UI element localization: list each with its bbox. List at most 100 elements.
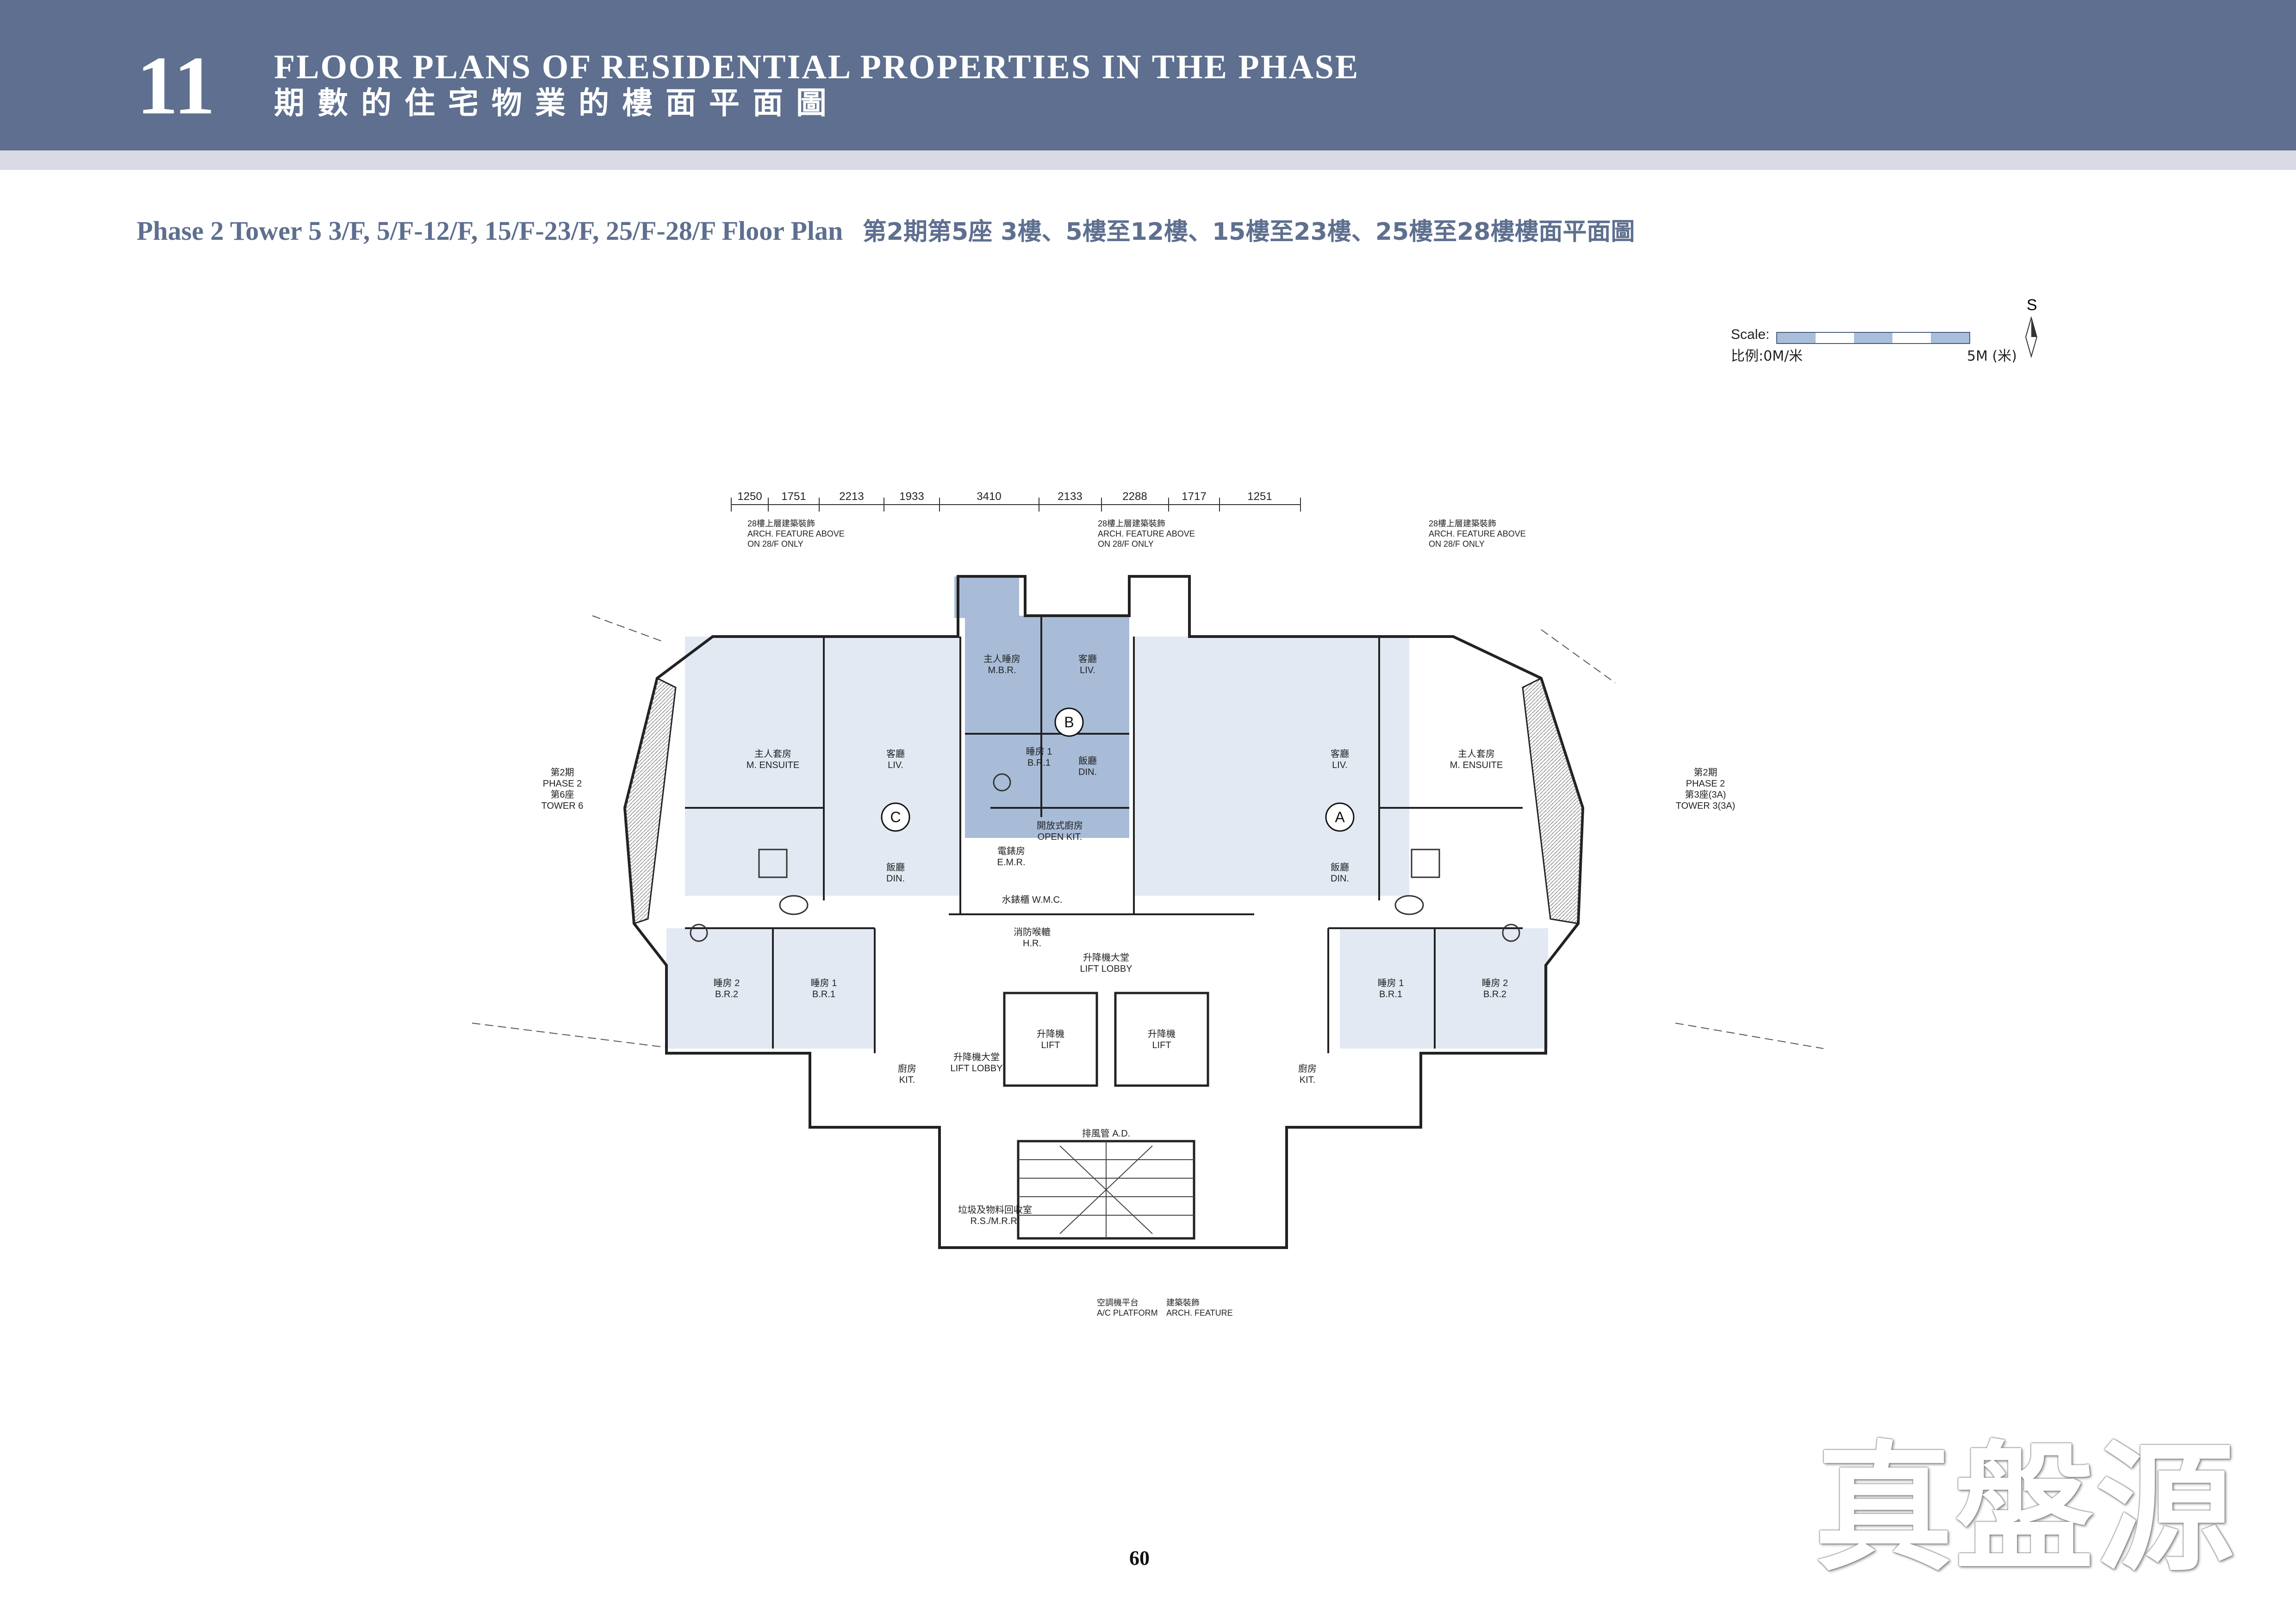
core-walls — [1003, 992, 1209, 1240]
room-label: LIFT — [1041, 1040, 1060, 1050]
room-label: B.R.1 — [812, 989, 835, 999]
floor-plan-title: Phase 2 Tower 5 3/F, 5/F-12/F, 15/F-23/F… — [137, 218, 1635, 244]
unit-c-shading — [685, 637, 960, 896]
room-label: 飯廳 — [1078, 756, 1097, 766]
top-dimension-label: 1250 — [737, 490, 762, 503]
room-label: 廚房 — [1298, 1063, 1317, 1074]
neighbor-label-right: PHASE 2 — [1686, 779, 1725, 789]
top-dimension-label: 3410 — [977, 490, 1001, 503]
room-label: 垃圾及物料回收室 — [958, 1205, 1032, 1215]
scale-label: Scale: — [1731, 327, 1770, 342]
unit-a-shading — [1134, 637, 1409, 896]
scale-ratio-label: 比例:0M/米 — [1731, 348, 1803, 364]
note-text: 28樓上層建築裝飾 — [1098, 519, 1165, 528]
room-label: 睡房 2 — [1482, 978, 1508, 988]
room-label: 睡房 1 — [1378, 978, 1404, 988]
note-text: 建築裝飾 — [1166, 1298, 1200, 1307]
room-label: H.R. — [1023, 938, 1041, 949]
floor-plan-title-en: Phase 2 Tower 5 3/F, 5/F-12/F, 15/F-23/F… — [137, 216, 843, 246]
note-text: ON 28/F ONLY — [747, 539, 803, 549]
room-label: 主人睡房 — [983, 654, 1020, 664]
flat-marker-b: B — [1064, 714, 1074, 731]
room-label: DIN. — [1331, 874, 1349, 884]
room-label: 升降機 — [1037, 1029, 1064, 1039]
flat-marker-c: C — [890, 809, 901, 825]
top-dimension-label: 1933 — [899, 490, 924, 503]
room-label: 客廳 — [1331, 749, 1349, 759]
room-label: M.B.R. — [988, 665, 1016, 675]
floor-plan-title-zh: 第2期第5座 3樓、5樓至12樓、15樓至23樓、25樓至28樓樓面平面圖 — [862, 218, 1635, 246]
note-text: 28樓上層建築裝飾 — [1429, 519, 1496, 528]
note-text: ARCH. FEATURE ABOVE — [747, 529, 845, 538]
unit-b-shading — [965, 616, 1129, 838]
room-label: 廚房 — [898, 1063, 916, 1074]
note-text: ARCH. FEATURE — [1166, 1308, 1233, 1318]
note-text: ON 28/F ONLY — [1429, 539, 1485, 549]
room-label: KIT. — [1300, 1075, 1315, 1085]
watermark: 真盤源 — [1814, 1428, 2236, 1590]
top-dimension-labels: 1250 1751 2213 1933 3410 2133 2288 1717 … — [737, 490, 1272, 503]
room-label: 客廳 — [1078, 654, 1097, 664]
top-dimension-label: 1717 — [1182, 490, 1206, 503]
room-label: 消防喉轆 — [1014, 927, 1051, 937]
room-label: 排風管 A.D. — [1082, 1128, 1130, 1139]
room-label: DIN. — [886, 874, 905, 884]
room-label: M. ENSUITE — [1450, 760, 1503, 770]
building-outline — [623, 575, 1585, 1249]
room-label: M. ENSUITE — [747, 760, 799, 770]
top-dimension-label: 1251 — [1247, 490, 1272, 503]
neighbor-label-right: TOWER 3(3A) — [1676, 801, 1736, 811]
room-label: 升降機 — [1148, 1029, 1176, 1039]
room-label: B.R.2 — [715, 989, 738, 999]
section-title-zh: 期數的住宅物業的樓面平面圖 — [274, 85, 840, 121]
room-labels: 客廳 LIV. 飯廳 DIN. 客廳 LIV. 飯廳 DIN. 客廳 LIV. … — [714, 654, 1508, 1226]
flat-markers: C B A — [881, 707, 1355, 832]
room-label: LIFT LOBBY — [1080, 964, 1132, 974]
room-label: R.S./M.R.R. — [971, 1216, 1020, 1226]
room-label: B.R.1 — [1379, 989, 1402, 999]
room-label: 升降機大堂 — [1083, 952, 1129, 963]
room-label: LIV. — [1080, 665, 1095, 675]
room-label: 睡房 1 — [811, 978, 837, 988]
page-number: 60 — [1129, 1547, 1150, 1569]
neighbor-label-left: 第2期 — [550, 767, 574, 778]
neighbor-labels: 第2期 PHASE 2 第6座 TOWER 6 第2期 PHASE 2 第3座(… — [541, 767, 1736, 811]
stair-lines — [1018, 1141, 1194, 1238]
neighbor-label-left: 第6座 — [550, 789, 574, 800]
section-title-en: FLOOR PLANS OF RESIDENTIAL PROPERTIES IN… — [274, 48, 1360, 86]
site-boundary-lines — [472, 615, 1824, 1049]
room-label: B.R.2 — [1483, 989, 1506, 999]
top-dimension-chain — [731, 498, 1301, 512]
room-label: E.M.R. — [997, 857, 1025, 868]
header-rule — [0, 150, 2296, 170]
side-wall-hatching — [624, 677, 1584, 925]
interior-walls — [685, 616, 1523, 1053]
section-number: 11 — [137, 39, 216, 131]
room-label: 睡房 2 — [714, 978, 740, 988]
note-text: 28樓上層建築裝飾 — [747, 519, 815, 528]
north-arrow-icon — [2025, 317, 2038, 358]
neighbor-label-right: 第3座(3A) — [1685, 789, 1726, 800]
floor-plan-drawing: 1250 1751 2213 1933 3410 2133 2288 1717 … — [472, 490, 1824, 1318]
room-label: LIFT — [1152, 1040, 1171, 1050]
room-label: 升降機大堂 — [953, 1052, 1000, 1062]
neighbor-label-left: TOWER 6 — [541, 801, 584, 811]
top-dimension-label: 1751 — [781, 490, 806, 503]
room-label: 主人套房 — [1458, 749, 1495, 759]
room-label: 飯廳 — [886, 862, 905, 873]
note-text: 空調機平台 — [1097, 1298, 1139, 1307]
room-label: LIFT LOBBY — [950, 1063, 1002, 1074]
unit-c-bedrooms-shading — [666, 928, 875, 1049]
unit-a-bedrooms-shading — [1340, 928, 1548, 1049]
room-label: 水錶櫃 W.M.C. — [1002, 894, 1062, 905]
room-label: DIN. — [1078, 767, 1097, 777]
room-label: 開放式廚房 — [1037, 820, 1083, 831]
room-label: 飯廳 — [1331, 862, 1349, 873]
scale-end-label: 5M (米) — [1967, 348, 2017, 364]
north-label: S — [2027, 296, 2037, 314]
room-label: LIV. — [888, 760, 903, 770]
top-dimension-label: 2133 — [1058, 490, 1082, 503]
note-text: ARCH. FEATURE ABOVE — [1429, 529, 1526, 538]
room-label: B.R.1 — [1027, 758, 1051, 768]
note-text: A/C PLATFORM — [1097, 1308, 1158, 1318]
